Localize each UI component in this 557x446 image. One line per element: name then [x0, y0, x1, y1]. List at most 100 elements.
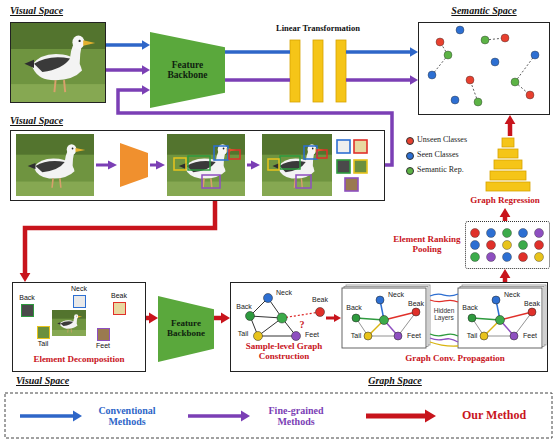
sample-graph-edge	[282, 312, 320, 318]
pooled-feature	[535, 241, 544, 250]
graph-layer	[468, 314, 476, 322]
linear-layer	[290, 40, 346, 102]
semantic-embedding	[515, 55, 535, 82]
legend-arrow	[20, 411, 82, 422]
node-label: Tail	[32, 340, 54, 348]
graph-layer	[496, 316, 505, 325]
layer-link	[430, 334, 458, 336]
semantic-point	[531, 51, 539, 59]
regression-stack	[486, 138, 530, 191]
arrow-connector	[225, 52, 290, 53]
layer-link	[430, 300, 458, 302]
flow-arrow	[334, 314, 341, 322]
arrow-connector	[505, 115, 516, 136]
graph-label: Tail	[462, 332, 482, 340]
element-ranking-pooling: Element Ranking Pooling	[392, 221, 550, 269]
regression-stack	[498, 149, 518, 158]
node-label: Linear Transformation	[268, 24, 368, 33]
panel-frame	[37, 326, 50, 339]
graph-label: Back	[235, 303, 253, 311]
pooled-feature	[519, 229, 528, 238]
semantic-space-panel: Semantic Space	[418, 5, 550, 115]
flow-arrow	[96, 164, 109, 167]
semantic-point	[444, 51, 452, 59]
semantic-point	[474, 98, 482, 106]
semantic-point	[436, 38, 444, 46]
semantic-point	[501, 34, 509, 42]
graph-label: Neck	[274, 289, 294, 297]
feature-backbone: Feature Backbone	[150, 32, 225, 108]
trapezoid-outline	[150, 32, 225, 108]
connector-line	[188, 414, 242, 418]
arrow-head	[149, 313, 158, 324]
graph-label: Tail	[234, 330, 252, 338]
connector-line	[106, 68, 143, 72]
part-box	[268, 146, 327, 188]
node-label: Beak	[108, 292, 130, 300]
graph-label: Hidden Layers	[429, 307, 459, 321]
arrow-connector	[146, 313, 158, 324]
arrow-head	[425, 409, 436, 422]
flow-arrow	[251, 161, 260, 170]
node-label: Graph Space	[340, 375, 450, 386]
graph-layer	[528, 308, 536, 316]
graph-label: Beak	[522, 300, 542, 308]
part-patch	[354, 140, 367, 153]
legend-label: Fine-grained Methods	[256, 405, 336, 427]
part-thumbnail: Neck	[68, 285, 90, 308]
graph-regression: Graph Regression	[462, 136, 548, 208]
panel-frame	[465, 221, 550, 269]
graph-layer	[352, 314, 360, 322]
connector-line	[346, 78, 411, 82]
semantic-point	[428, 26, 539, 106]
arrow-head	[410, 47, 418, 57]
pooled-feature	[535, 253, 544, 262]
feature-backbone: Feature Backbone	[158, 296, 214, 362]
regression-stack	[490, 171, 526, 180]
graph-layer	[492, 296, 500, 304]
node-label: Feature Backbone	[156, 60, 219, 81]
layer-link	[430, 342, 458, 346]
pooled-feature	[535, 229, 544, 238]
graph-label: Back	[344, 304, 364, 312]
graph-layer	[342, 288, 426, 348]
panel-frame	[10, 22, 106, 103]
sample-graph-edge	[258, 336, 296, 337]
graph-layer	[480, 332, 488, 340]
linear-layer	[336, 40, 346, 102]
flow-arrow	[156, 161, 165, 170]
arrow-connector	[214, 313, 230, 324]
graph-vertex	[316, 308, 325, 317]
arrow-connector	[106, 65, 150, 75]
legend-label: Our Method	[444, 409, 544, 422]
arrow-connector	[500, 269, 511, 282]
arrow-connector	[20, 201, 215, 282]
part-thumbnail: Beak	[108, 292, 130, 315]
part-patch	[337, 160, 350, 173]
arrow-connector	[346, 75, 418, 85]
part-box	[174, 146, 240, 188]
bird-photo	[10, 22, 106, 103]
legend-box	[5, 393, 552, 438]
pooled-feature	[471, 253, 480, 262]
pooled-feature	[471, 241, 480, 250]
legend-label: Seen Classes	[417, 151, 475, 160]
pooled-feature	[487, 229, 496, 238]
graph-layer	[368, 336, 398, 337]
arrow-head	[20, 273, 31, 282]
legend-label: Semantic Rep.	[417, 166, 475, 175]
connector-line	[20, 414, 74, 418]
layer-link	[430, 338, 458, 342]
arrow-head	[241, 411, 250, 422]
bird-photo	[167, 134, 245, 196]
semantic-embedding	[432, 38, 535, 102]
connector-line	[366, 414, 426, 419]
graph-vertex	[246, 312, 255, 321]
semantic-point	[428, 71, 436, 79]
semantic-point	[511, 78, 519, 86]
connector-line	[508, 123, 513, 136]
graph-label: Beak	[406, 300, 426, 308]
bird-photo	[167, 134, 245, 196]
legend-swatch	[406, 137, 414, 145]
bird-crop	[52, 310, 86, 336]
